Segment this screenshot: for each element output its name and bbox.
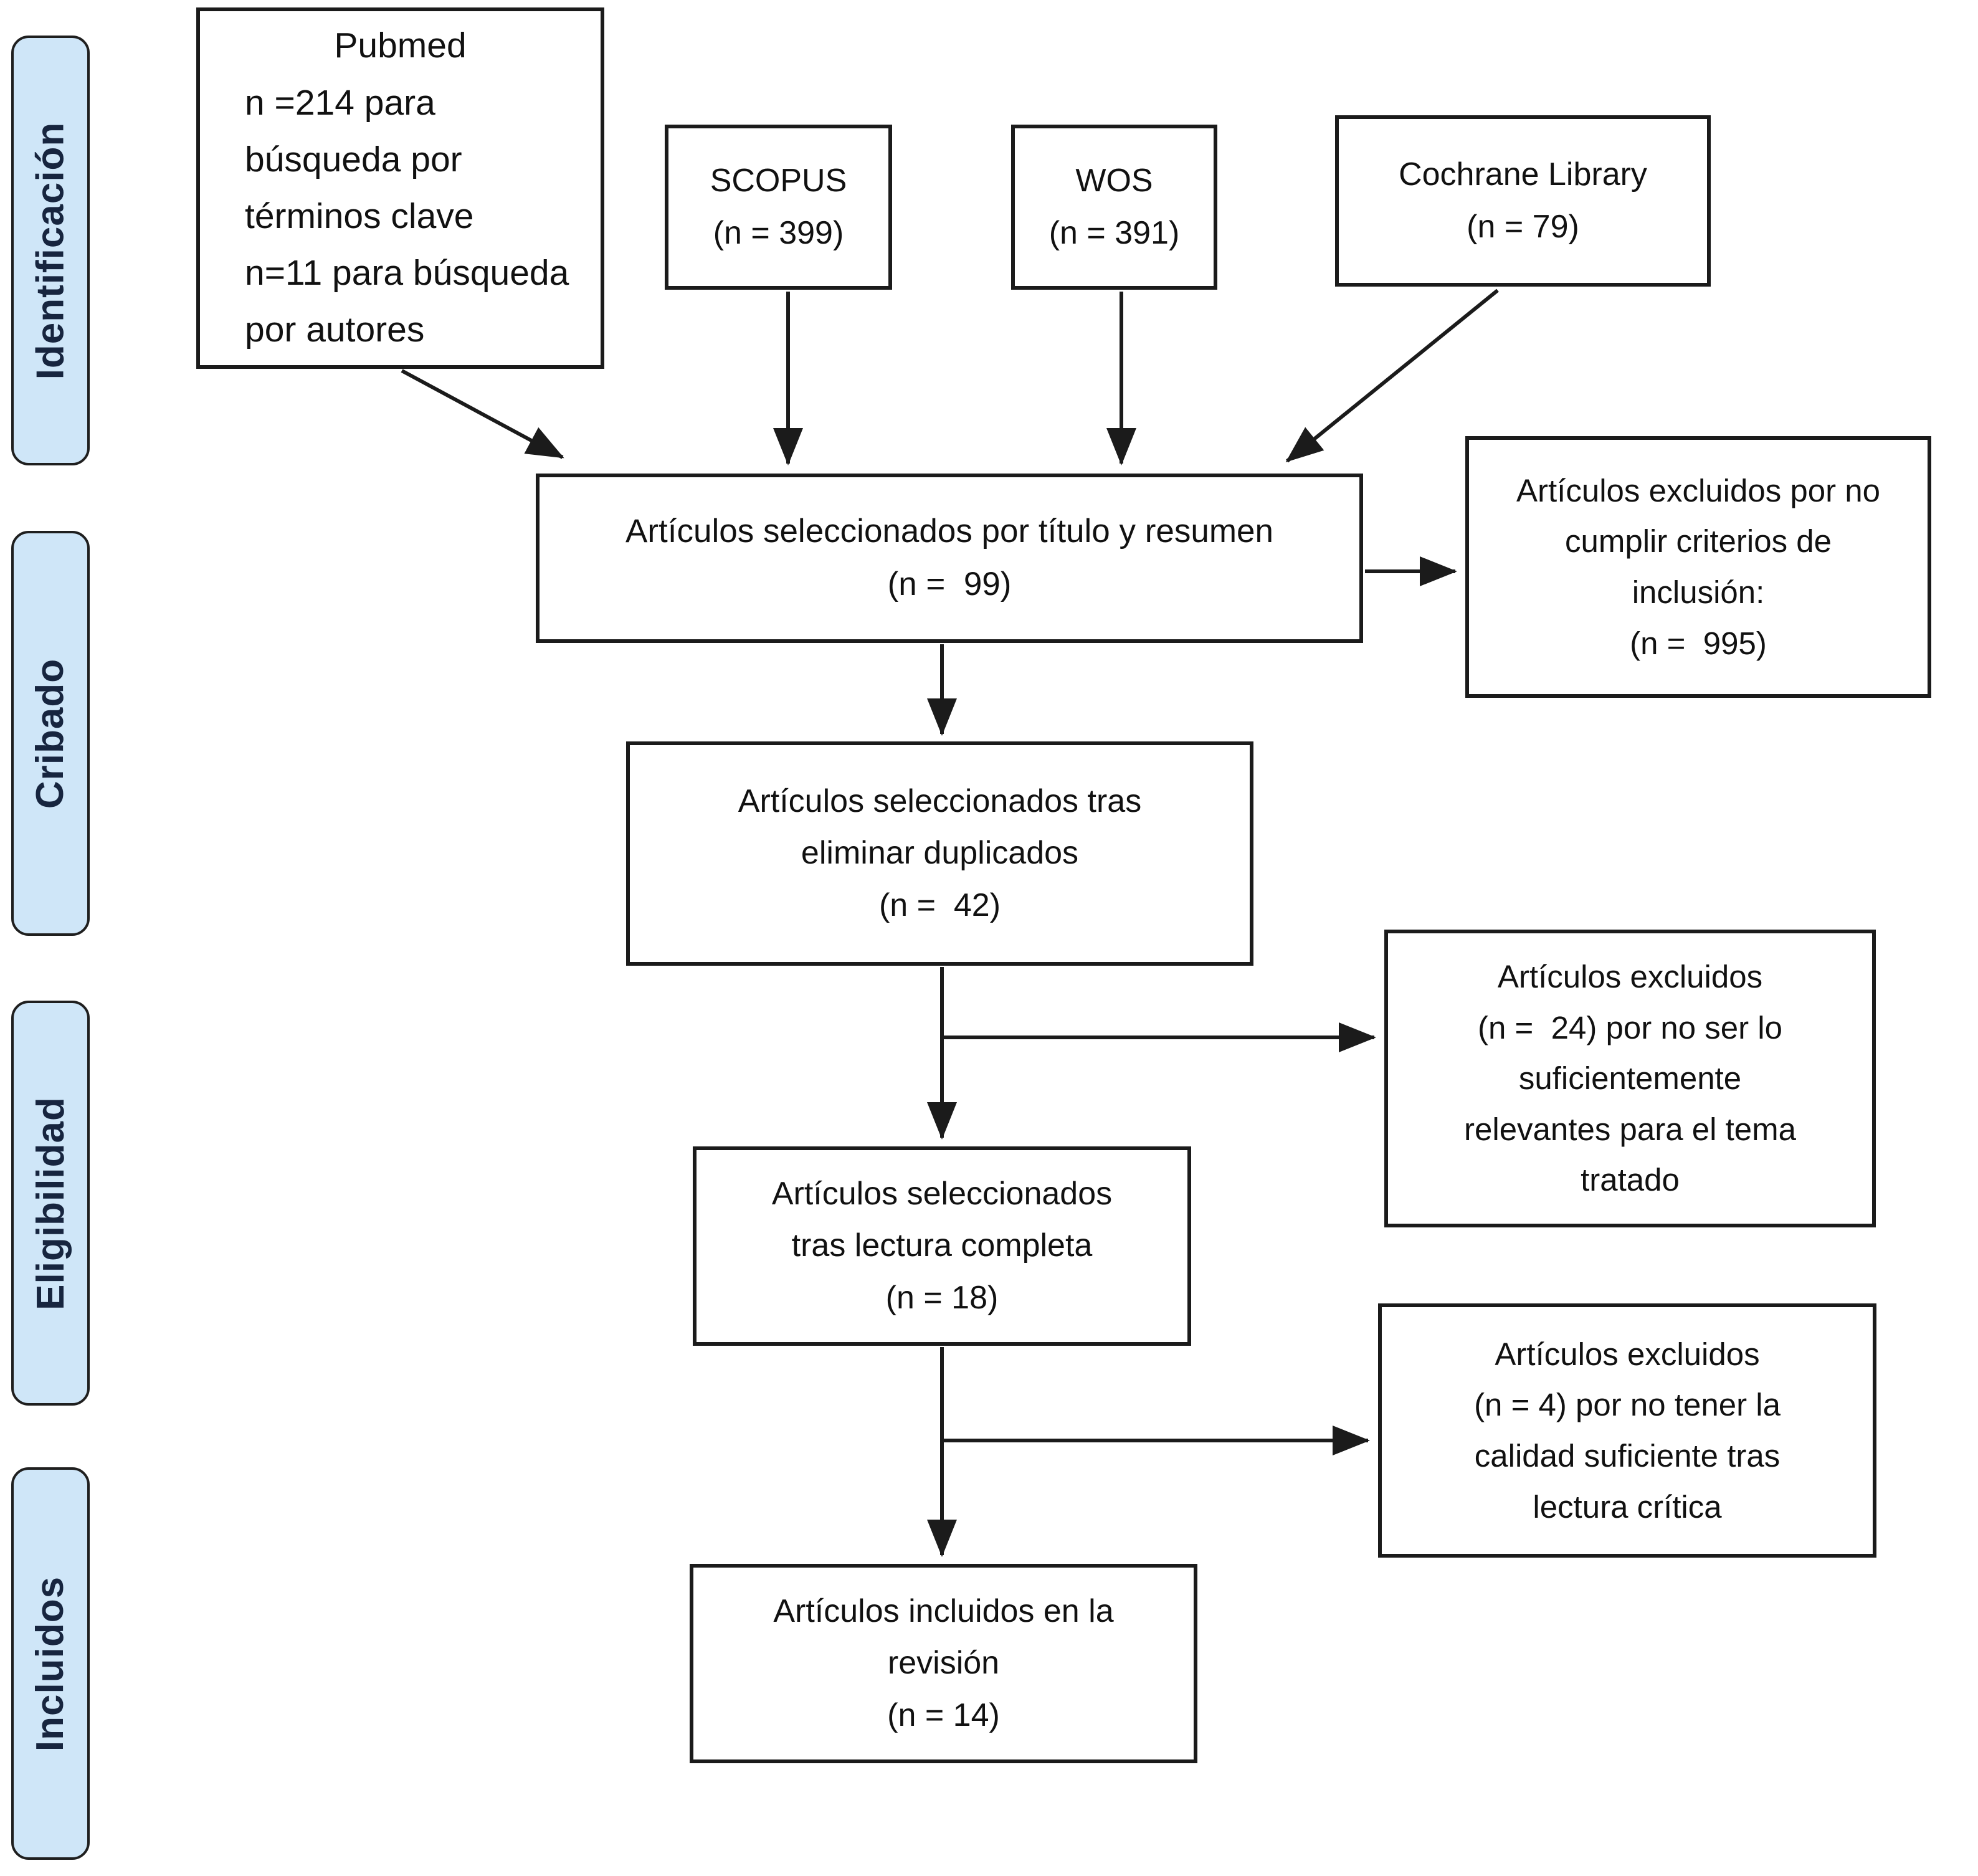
- source-box-cochrane: Cochrane Library (n = 79): [1335, 115, 1711, 287]
- stage-label: Eligibilidad: [29, 1096, 72, 1310]
- wos-text: WOS (n = 391): [1048, 163, 1180, 251]
- stage-incluidos: Incluidos: [11, 1467, 90, 1860]
- excluded-quality-text: Artículos excluidos (n = 4) por no tener…: [1474, 1336, 1781, 1525]
- arrow-cochrane-to-screened: [1285, 288, 1499, 463]
- source-box-pubmed: Pubmed n =214 para búsqueda por términos…: [196, 7, 604, 369]
- excluded-criteria-text: Artículos excluidos por no cumplir crite…: [1516, 472, 1880, 661]
- screened-text: Artículos seleccionados por título y res…: [625, 513, 1273, 602]
- step-box-deduplicated: Artículos seleccionados tras eliminar du…: [626, 741, 1253, 966]
- stage-eligibilidad: Eligibilidad: [11, 1001, 90, 1406]
- step-box-included: Artículos incluidos en la revisión (n = …: [690, 1564, 1197, 1763]
- stage-label: Cribado: [29, 658, 72, 809]
- stage-label: Incluidos: [29, 1576, 72, 1751]
- step-box-full-text: Artículos seleccionados tras lectura com…: [693, 1146, 1191, 1346]
- pubmed-counts: n =214 para búsqueda por términos clave …: [245, 82, 569, 350]
- full-text-text: Artículos seleccionados tras lectura com…: [771, 1176, 1113, 1316]
- deduplicated-text: Artículos seleccionados tras eliminar du…: [738, 783, 1142, 923]
- stage-identificacion: Identificación: [11, 36, 90, 465]
- source-box-scopus: SCOPUS (n = 399): [665, 125, 892, 290]
- source-box-wos: WOS (n = 391): [1011, 125, 1217, 290]
- excluded-box-quality: Artículos excluidos (n = 4) por no tener…: [1378, 1303, 1876, 1558]
- stage-label: Identificación: [29, 121, 72, 379]
- included-text: Artículos incluidos en la revisión (n = …: [773, 1593, 1114, 1733]
- arrow-pubmed-to-screened: [401, 369, 564, 459]
- pubmed-title: Pubmed: [334, 26, 467, 66]
- excluded-relevance-text: Artículos excluidos (n = 24) por no ser …: [1464, 959, 1796, 1198]
- stage-cribado: Cribado: [11, 531, 90, 936]
- cochrane-text: Cochrane Library (n = 79): [1399, 156, 1647, 245]
- scopus-text: SCOPUS (n = 399): [710, 163, 847, 251]
- excluded-box-criteria: Artículos excluidos por no cumplir crite…: [1465, 436, 1931, 698]
- excluded-box-relevance: Artículos excluidos (n = 24) por no ser …: [1384, 930, 1876, 1227]
- step-box-screened-title-abstract: Artículos seleccionados por título y res…: [536, 474, 1363, 643]
